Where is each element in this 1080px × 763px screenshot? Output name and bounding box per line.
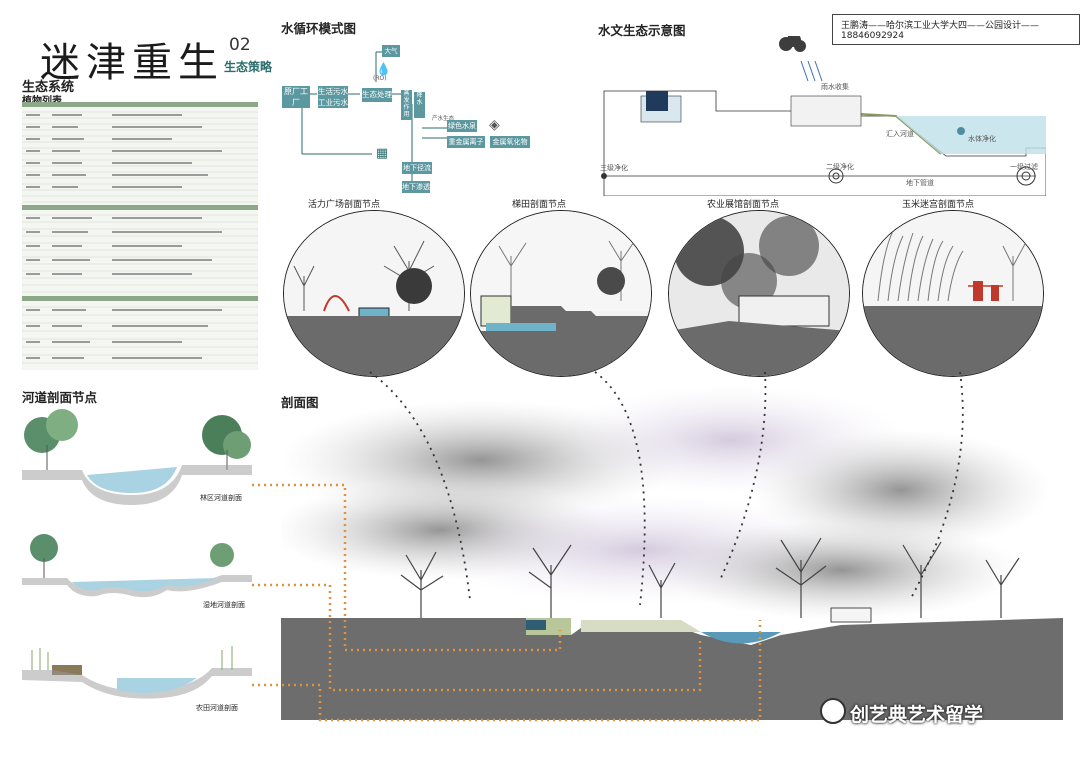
author-info: 王鹏涛——哈尔滨工业大学大四——公园设计——18846092924 bbox=[832, 14, 1080, 45]
poster-number: 02 bbox=[229, 35, 251, 55]
river-section-farmland bbox=[22, 640, 252, 705]
circle-label-3: 农业展馆剖面节点 bbox=[707, 200, 780, 210]
hydro-label-inflow: 汇入河道 bbox=[886, 130, 914, 138]
hydro-label-purify: 水体净化 bbox=[968, 135, 996, 143]
poster-title: 迷津重生 bbox=[40, 40, 224, 86]
droplet-icon: 💧 bbox=[376, 62, 391, 76]
node-green: 绿色水泉 bbox=[447, 120, 477, 132]
node-ground-flow: 地下径流 bbox=[402, 162, 432, 174]
watermark-text: 创艺典艺术留学 bbox=[850, 704, 984, 726]
hydro-label-first: 一级过滤 bbox=[1010, 163, 1038, 171]
river-section-wetland bbox=[22, 530, 252, 605]
plant-table bbox=[22, 102, 258, 370]
forest-river-drawing bbox=[22, 409, 252, 505]
circle-label-2: 梯田剖面节点 bbox=[512, 200, 567, 210]
crystal-icon: ◈ bbox=[489, 117, 500, 133]
hydro-ecology-diagram: 雨水收集 水体净化 二级净化 一级过滤 汇入河道 地下管道 三级净化 bbox=[596, 33, 1047, 197]
farmland-river-drawing bbox=[22, 646, 252, 699]
main-section-drawing bbox=[271, 380, 1063, 720]
hydro-label-third: 三级净化 bbox=[600, 164, 628, 172]
node-precip: 降水 bbox=[414, 92, 425, 118]
plant-list-heading: 植物列表 bbox=[22, 92, 62, 107]
node-evap: 蒸发作用 bbox=[401, 90, 412, 120]
wetland-river-drawing bbox=[22, 534, 252, 598]
svg-text:(RO): (RO) bbox=[373, 75, 387, 82]
water-cycle-heading: 水循环模式图 bbox=[281, 21, 357, 36]
node-purify: 生态处理 bbox=[362, 88, 392, 102]
circle-label-4: 玉米迷宫剖面节点 bbox=[902, 200, 975, 210]
svg-text:产水生态: 产水生态 bbox=[432, 114, 455, 122]
pavilion-section-drawing bbox=[669, 211, 849, 376]
river-label-farmland: 农田河道剖面 bbox=[196, 704, 238, 712]
plant-table-grid bbox=[22, 102, 258, 364]
ecosystem-heading: 生态系统 bbox=[22, 80, 75, 95]
circle-node-pavilion bbox=[668, 210, 850, 377]
main-section-svg bbox=[271, 385, 1063, 720]
hydro-ecology-heading: 水文生态示意图 bbox=[598, 23, 686, 38]
node-sewage: 生活污水工业污水 bbox=[318, 86, 348, 108]
hydro-label-pipe: 地下管道 bbox=[906, 179, 934, 187]
river-section-heading: 河道剖面节点 bbox=[22, 390, 98, 405]
node-atmosphere: 大气 bbox=[382, 45, 400, 57]
hydro-label-second: 二级净化 bbox=[826, 163, 854, 171]
river-section-forest bbox=[22, 405, 252, 515]
water-cycle-diagram: (RO) 产水生态 原厂工厂 生活污水工业污水 生态处理 大气 蒸发作用 降水 … bbox=[282, 34, 552, 194]
hydro-label-rain: 雨水收集 bbox=[821, 83, 849, 91]
node-metal-oxide: 金属氧化物 bbox=[490, 136, 530, 148]
node-heavy-metal: 重金属离子 bbox=[447, 136, 485, 148]
circle-node-terrace bbox=[470, 210, 652, 377]
section-view-heading: 剖面图 bbox=[281, 395, 319, 410]
river-label-wetland: 湿地河道剖面 bbox=[203, 601, 245, 609]
circle-label-1: 活力广场剖面节点 bbox=[308, 200, 381, 210]
wechat-icon bbox=[820, 698, 846, 724]
river-label-forest: 林区河道剖面 bbox=[200, 494, 242, 502]
poster-subtitle: 生态策略 bbox=[224, 60, 273, 74]
node-factory: 原厂工厂 bbox=[282, 86, 310, 108]
sludge-icon: ▦ bbox=[375, 146, 389, 161]
hydro-section-drawing bbox=[601, 33, 1047, 197]
node-infiltration: 地下渗透 bbox=[402, 181, 430, 193]
